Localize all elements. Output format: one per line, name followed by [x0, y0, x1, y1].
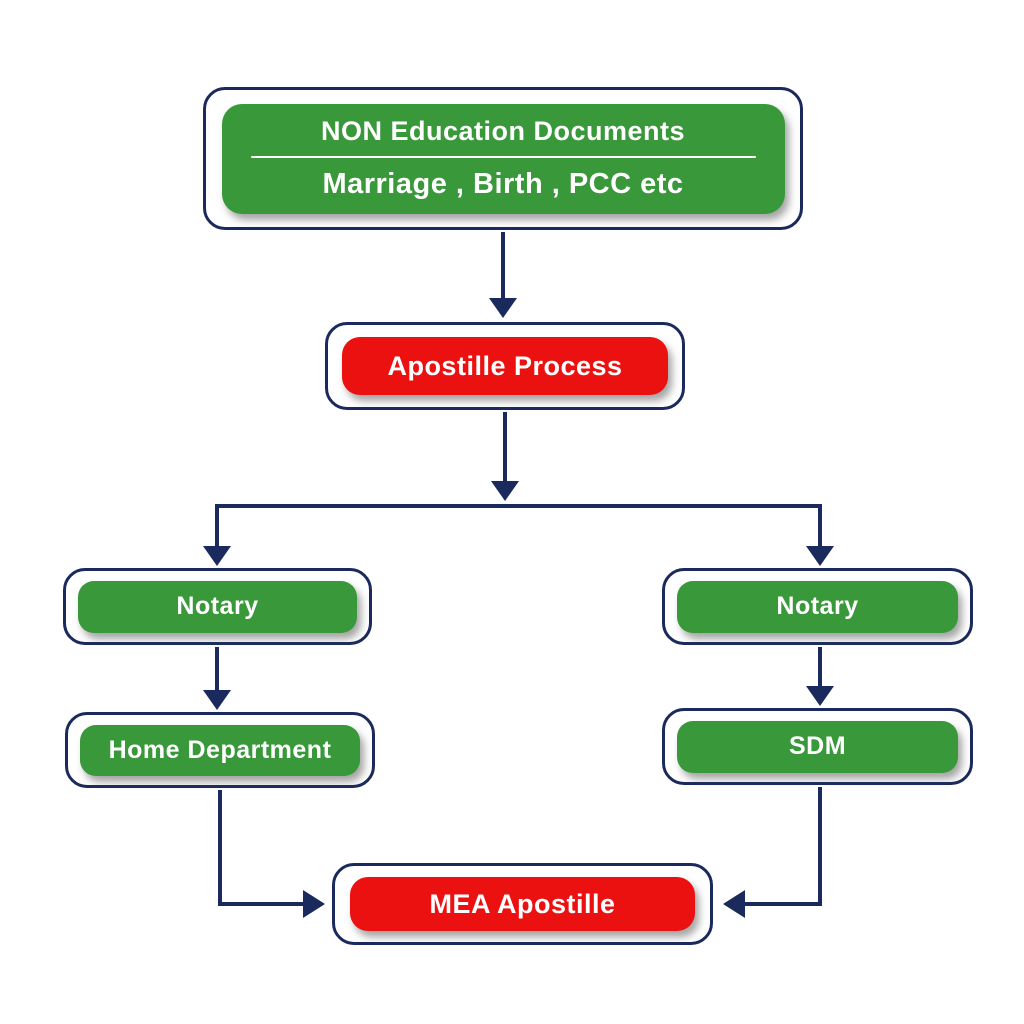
- node-home-department: Home Department: [65, 712, 375, 788]
- node-label: Notary: [776, 592, 859, 620]
- edge-notary-left-to-home-department: [203, 647, 231, 710]
- node-sdm-box: SDM: [677, 720, 958, 773]
- edge-sdm-to-mea: [723, 787, 822, 918]
- arrow-down-icon: [203, 690, 231, 710]
- arrow-down-icon: [806, 546, 834, 566]
- node-non-education-documents: NON Education Documents Marriage , Birth…: [203, 87, 803, 230]
- edge-notary-right-to-sdm: [806, 647, 834, 706]
- node-subtitle: Marriage , Birth , PCC etc: [322, 168, 684, 200]
- edge-non-education-to-apostille: [489, 232, 517, 318]
- arrow-down-icon: [806, 686, 834, 706]
- node-label: Home Department: [108, 735, 332, 764]
- node-label: Apostille Process: [387, 350, 623, 381]
- node-apostille-process-box: Apostille Process: [342, 337, 668, 395]
- arrow-down-icon: [489, 298, 517, 318]
- edge-home-department-to-mea: [218, 790, 325, 918]
- divider-line: [250, 156, 756, 158]
- node-title: NON Education Documents: [320, 116, 686, 146]
- arrow-right-icon: [303, 890, 325, 918]
- node-non-education-documents-box: NON Education Documents Marriage , Birth…: [221, 103, 785, 214]
- node-mea-apostille-box: MEA Apostille: [350, 877, 695, 931]
- node-label: SDM: [788, 732, 847, 760]
- node-notary-right: Notary: [662, 568, 973, 645]
- edge-branch-to-notaries: [203, 504, 834, 566]
- node-notary-left-box: Notary: [78, 580, 357, 633]
- node-label: Notary: [176, 592, 259, 620]
- node-home-department-box: Home Department: [80, 724, 360, 776]
- node-label: MEA Apostille: [429, 888, 616, 919]
- arrow-down-icon: [203, 546, 231, 566]
- node-apostille-process: Apostille Process: [325, 322, 685, 410]
- edge-apostille-to-branch: [491, 412, 519, 501]
- node-notary-right-box: Notary: [677, 580, 958, 633]
- arrow-down-icon: [491, 481, 519, 501]
- node-mea-apostille: MEA Apostille: [332, 863, 713, 945]
- node-sdm: SDM: [662, 708, 973, 785]
- node-notary-left: Notary: [63, 568, 372, 645]
- arrow-left-icon: [723, 890, 745, 918]
